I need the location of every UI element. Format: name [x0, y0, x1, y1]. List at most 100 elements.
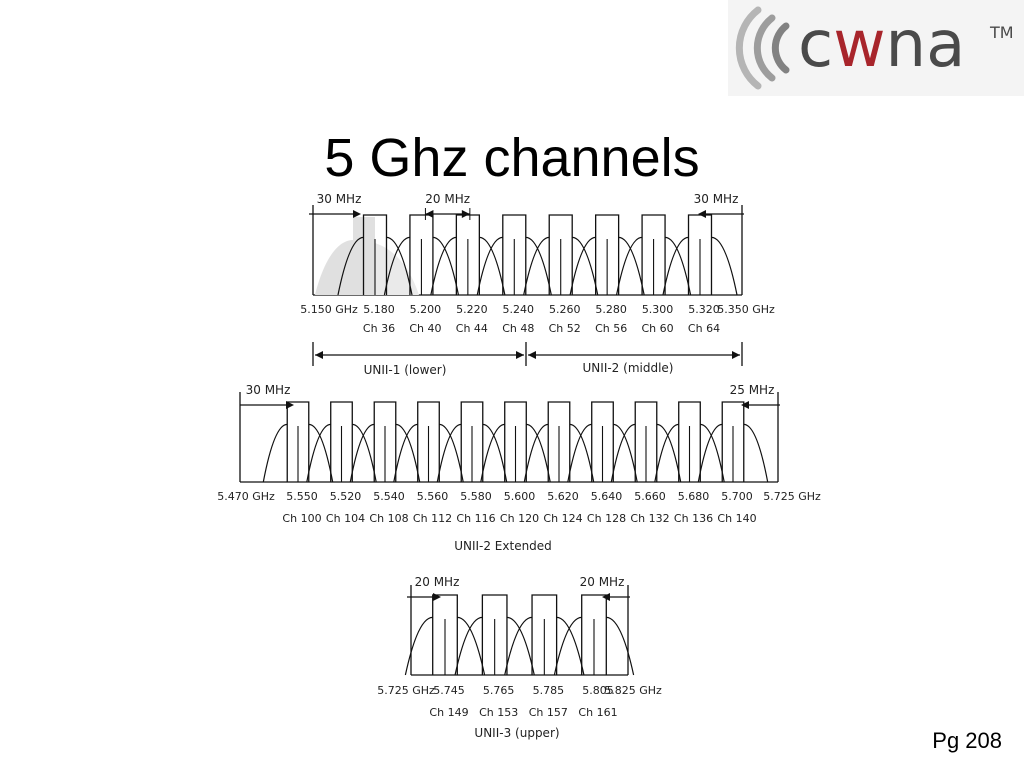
- frequency-label: 5.240: [503, 303, 535, 316]
- sideband-arc: [523, 236, 550, 296]
- channel-label: Ch 36: [363, 322, 395, 335]
- frequency-label: 5.200: [410, 303, 442, 316]
- mask-outline: [330, 401, 353, 482]
- arrow-head: [433, 593, 441, 601]
- frequency-label: 5.260: [549, 303, 581, 316]
- sideband-arc: [743, 423, 769, 483]
- channel-label: Ch 100: [282, 512, 321, 525]
- sideband-arc: [697, 423, 723, 483]
- frequency-label: 5.320: [688, 303, 720, 316]
- frequency-label: 5.785: [533, 684, 565, 697]
- arrow-head: [732, 351, 740, 359]
- channel-mask: [436, 401, 508, 483]
- edge-frequency-label: 5.350 GHz: [717, 303, 775, 316]
- frequency-label: 5.640: [591, 490, 623, 503]
- band-caption: UNII-3 (upper): [474, 726, 559, 740]
- guard-label-right: 30 MHz: [694, 192, 739, 206]
- sideband-arc: [337, 236, 364, 296]
- channel-label: Ch 108: [369, 512, 408, 525]
- sideband-arc: [504, 616, 533, 676]
- mask-outline: [504, 401, 527, 482]
- mask-outline: [373, 401, 397, 482]
- guard-label-left: 30 MHz: [317, 192, 362, 206]
- frequency-label: 5.520: [330, 490, 362, 503]
- logo-text: cwna: [798, 8, 965, 82]
- mask-outline: [591, 401, 614, 482]
- sideband-arc: [610, 423, 636, 483]
- channel-mask: [697, 401, 769, 483]
- frequency-label: 5.550: [286, 490, 318, 503]
- mask-outline: [547, 401, 571, 482]
- mask-outline: [634, 401, 658, 482]
- sideband-arc: [480, 423, 505, 483]
- sideband-arc: [393, 423, 418, 483]
- cwna-logo: cwna TM: [728, 0, 1024, 96]
- channel-label: Ch 132: [630, 512, 669, 525]
- arrow-head: [741, 401, 749, 409]
- channel-label: Ch 128: [587, 512, 626, 525]
- channel-label: Ch 136: [674, 512, 713, 525]
- channel-label: Ch 120: [500, 512, 539, 525]
- frequency-label: 5.620: [547, 490, 579, 503]
- arrow-head: [425, 210, 434, 218]
- sideband-arc: [662, 236, 689, 296]
- frequency-label: 5.600: [504, 490, 536, 503]
- channel-mask: [567, 401, 638, 483]
- channel-mask: [615, 214, 692, 296]
- channel-label: Ch 140: [717, 512, 756, 525]
- channel-mask: [662, 214, 738, 296]
- sideband-arc: [615, 236, 643, 296]
- channel-label: Ch 52: [549, 322, 581, 335]
- channel-mask: [654, 401, 725, 483]
- frequency-label: 5.765: [483, 684, 515, 697]
- mask-outline: [502, 214, 527, 295]
- shaded-region: [315, 217, 375, 295]
- guard-label-left: 20 MHz: [415, 575, 460, 589]
- mask-outline: [595, 214, 620, 295]
- mask-outline: [432, 594, 458, 675]
- sideband-arc: [404, 616, 433, 676]
- channel-label: Ch 48: [502, 322, 534, 335]
- edge-frequency-label: 5.725 GHz: [763, 490, 821, 503]
- channel-mask: [262, 401, 334, 483]
- frequency-label: 5.680: [678, 490, 710, 503]
- channel-label: Ch 44: [456, 322, 488, 335]
- frequency-label: 5.220: [456, 303, 488, 316]
- channel-mask: [476, 214, 552, 296]
- frequency-label: 5.280: [595, 303, 627, 316]
- arrow-head: [286, 401, 294, 409]
- arrow-head: [528, 351, 536, 359]
- sideband-arc: [262, 423, 288, 483]
- channel-mask: [569, 214, 645, 296]
- arrow-head: [516, 351, 524, 359]
- arrow-head: [461, 210, 470, 218]
- sideband-arc: [430, 236, 457, 296]
- guard-label-right: 25 MHz: [730, 383, 775, 397]
- channel-label: Ch 161: [578, 706, 617, 719]
- channel-mask: [306, 401, 377, 483]
- mask-outline: [417, 401, 440, 482]
- edge-frequency-label: 5.725 GHz: [377, 684, 435, 697]
- channel-mask: [393, 401, 464, 483]
- channel-mask: [504, 594, 585, 676]
- sideband-arc: [569, 236, 596, 296]
- sideband-arc: [523, 423, 549, 483]
- channel-mask: [404, 594, 486, 676]
- edge-frequency-label: 5.470 GHz: [217, 490, 275, 503]
- mask-outline: [531, 594, 558, 675]
- channel-mask: [610, 401, 682, 483]
- channel-mask: [523, 214, 599, 296]
- channel-mask: [383, 214, 460, 296]
- channel-label: Ch 56: [595, 322, 627, 335]
- frequency-label: 5.300: [642, 303, 674, 316]
- frequency-label: 5.560: [417, 490, 449, 503]
- channel-mask: [553, 594, 635, 676]
- sideband-arc: [654, 423, 679, 483]
- channel-label: Ch 112: [413, 512, 452, 525]
- band-caption: UNII-2 Extended: [454, 539, 552, 553]
- arrow-head: [698, 210, 706, 218]
